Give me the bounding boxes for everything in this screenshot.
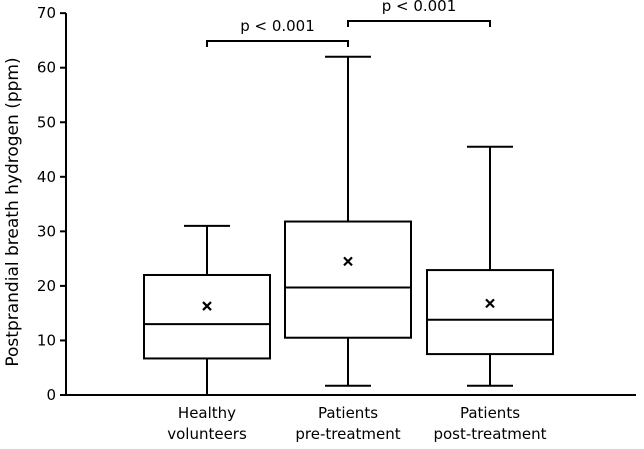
- iqr-box: [426, 269, 554, 356]
- y-tick-label: 0: [46, 386, 56, 404]
- box-1: Patients pre-treatment: [284, 55, 412, 443]
- bracket-line: [347, 20, 491, 27]
- category-label: pre-treatment: [295, 425, 400, 443]
- y-axis: 0 10 20 30 40 50 60 70: [37, 4, 67, 404]
- mean-marker: [485, 298, 495, 309]
- boxes: HealthyvolunteersPatientspre-treatmentPa…: [143, 55, 554, 443]
- category-label: Patients: [318, 404, 378, 422]
- category-label: Healthy: [178, 404, 236, 422]
- y-tick-label: 50: [37, 113, 56, 131]
- y-tick-label: 70: [37, 4, 56, 22]
- iqr-box: [284, 220, 412, 339]
- category-label: volunteers: [167, 425, 247, 443]
- p-value-label: p < 0.001: [382, 0, 457, 15]
- mean-marker: [343, 256, 353, 267]
- significance-bracket: p < 0.001: [206, 17, 349, 47]
- mean-marker: [202, 301, 212, 311]
- significance-brackets: p < 0.001 p < 0.001: [206, 0, 491, 47]
- y-tick-label: 60: [37, 59, 56, 77]
- y-tick-label: 10: [37, 331, 56, 349]
- box-2: Patients post-treatment: [426, 145, 554, 443]
- iqr-box: [143, 273, 271, 360]
- bracket-line: [206, 40, 349, 47]
- category-label: post-treatment: [433, 425, 546, 443]
- box-0: Healthy volunteers: [143, 224, 271, 443]
- y-tick-label: 30: [37, 222, 56, 240]
- y-axis-title: Postprandial breath hydrogen (ppm): [3, 57, 23, 366]
- p-value-label: p < 0.001: [240, 17, 315, 35]
- category-label: Patients: [460, 404, 520, 422]
- significance-bracket: p < 0.001: [347, 0, 491, 27]
- y-tick-label: 40: [37, 168, 56, 186]
- y-tick-label: 20: [37, 277, 56, 295]
